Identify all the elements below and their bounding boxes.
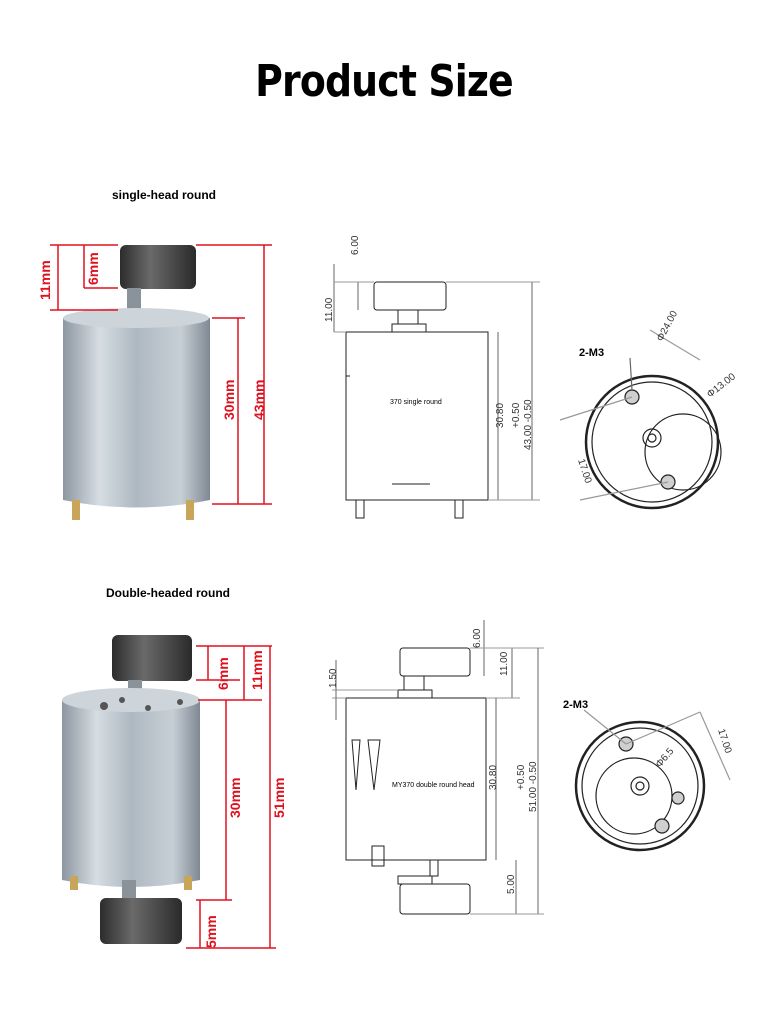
double-weight-bottom: [100, 898, 182, 944]
double-end-spacing: 17.00: [715, 728, 733, 756]
single-side-dim-tol: +0.50: [511, 402, 522, 428]
double-dim-5mm: 5mm: [203, 915, 219, 948]
single-side-dim-body: 30.80: [495, 403, 506, 428]
double-dim-6mm: 6mm: [215, 657, 231, 690]
double-side-dim-tol: +0.50: [516, 764, 527, 790]
double-photo-dims: [186, 645, 276, 949]
single-side-dim-head: 11.00: [324, 297, 335, 322]
single-dim-43mm: 43mm: [251, 380, 267, 420]
single-end-outer: Φ24.00: [655, 309, 680, 344]
single-body: [63, 312, 210, 508]
page-title: Product Size: [255, 56, 514, 107]
single-side-dim-top: 6.00: [350, 235, 361, 255]
single-body-top: [63, 308, 209, 328]
double-end-view: [574, 709, 731, 852]
double-side-dim-body: 30.80: [488, 765, 499, 790]
single-dim-6mm: 6mm: [85, 252, 101, 285]
double-side-dim-bottom: 5.00: [506, 874, 517, 894]
double-body: [62, 693, 200, 887]
single-side-drawing: [333, 264, 540, 519]
double-dim-30mm: 30mm: [227, 778, 243, 818]
single-weight: [120, 245, 196, 289]
double-drawing-label: MY370 double round head: [392, 782, 475, 789]
double-side-dim-top: 6.00: [472, 628, 483, 648]
double-end-inner: Φ6.5: [654, 746, 677, 770]
double-side-dim-gap: 1.50: [328, 668, 339, 688]
single-motor-photo: [63, 245, 210, 520]
single-end-view: [559, 329, 722, 510]
double-end-holes: 2-M3: [563, 699, 588, 711]
double-head-label: Double-headed round: [106, 586, 230, 600]
double-side-dim-overall: 51.00 -0.50: [528, 761, 539, 812]
double-dim-11mm: 11mm: [249, 650, 265, 690]
single-end-holes: 2-M3: [579, 347, 604, 359]
single-dim-30mm: 30mm: [221, 380, 237, 420]
single-end-inner: Φ13.00: [705, 371, 738, 400]
single-terminal-right: [186, 500, 194, 520]
single-drawing-label: 370 single round: [390, 399, 442, 406]
double-weight-top: [112, 635, 192, 681]
single-terminal-left: [72, 500, 80, 520]
single-side-dim-overall: 43.00 -0.50: [523, 399, 534, 450]
single-dim-11mm: 11mm: [37, 260, 53, 300]
double-side-drawing: [332, 620, 544, 915]
single-head-label: single-head round: [112, 188, 217, 202]
single-photo-dims: [50, 244, 272, 505]
double-motor-photo: [62, 635, 200, 944]
double-dim-51mm: 51mm: [271, 778, 287, 818]
single-shaft: [127, 288, 141, 312]
single-end-spacing: 17.00: [575, 458, 593, 486]
double-side-dim-head: 11.00: [499, 651, 510, 676]
